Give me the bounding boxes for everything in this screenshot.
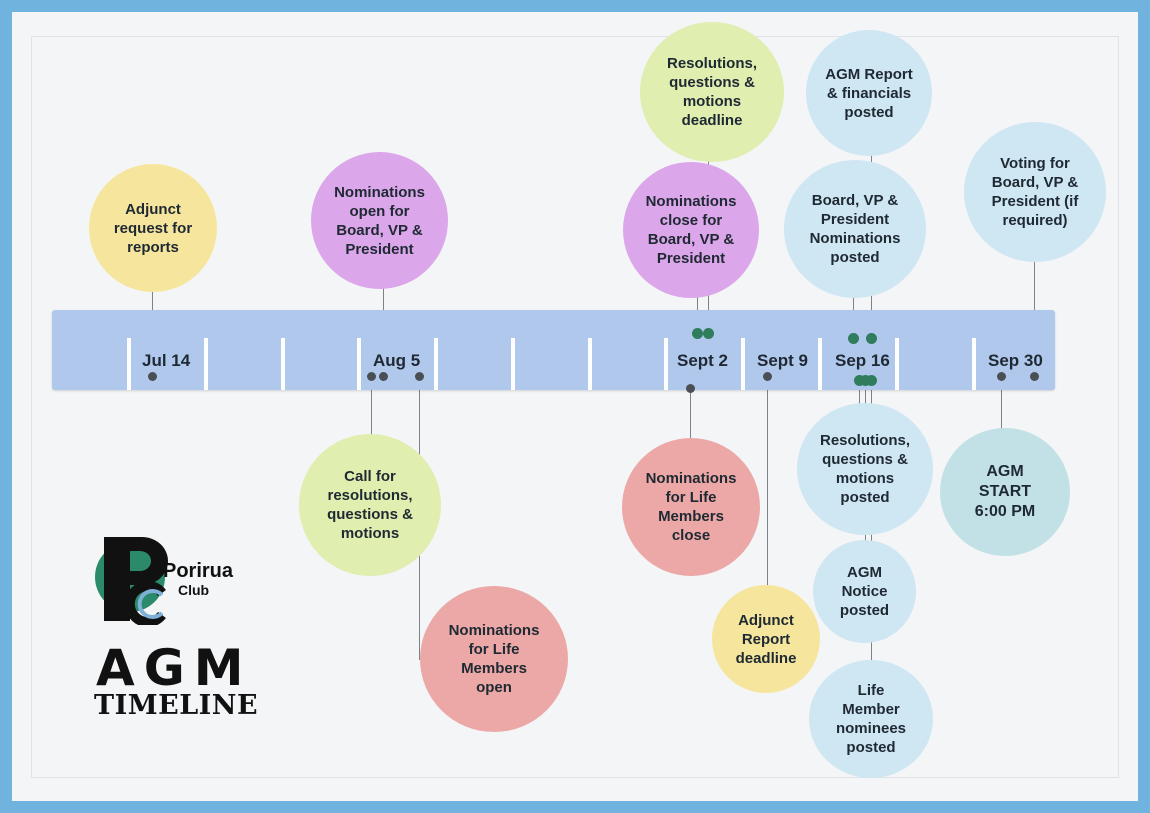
timeline-tick <box>511 338 515 390</box>
connector-dot <box>1030 372 1039 381</box>
connector-dot <box>866 333 877 344</box>
event-call-for-resolutions: Call for resolutions, questions & motion… <box>299 434 441 576</box>
date-label: Sep 30 <box>988 351 1043 370</box>
event-board-nominations-posted: Board, VP & President Nominations posted <box>784 160 926 298</box>
timeline-tick <box>281 338 285 390</box>
timeline-tick <box>895 338 899 390</box>
connector-dot <box>763 372 772 381</box>
connector-line <box>767 376 768 588</box>
inner-border <box>31 36 1119 778</box>
connector-line <box>859 380 860 410</box>
logo-wordmark-porirua: Porirua <box>163 560 234 582</box>
date-label: Aug 5 <box>373 351 421 370</box>
timeline-tick <box>588 338 592 390</box>
connector-dot <box>703 328 714 339</box>
timeline-band <box>52 310 1055 390</box>
connector-line <box>690 388 691 440</box>
connector-dot <box>148 372 157 381</box>
connector-line <box>1001 376 1002 430</box>
connector-dot <box>848 333 859 344</box>
date-label: Sept 9 <box>757 351 809 370</box>
connector-dot <box>860 375 871 386</box>
connector-dot <box>854 375 865 386</box>
event-life-members-close: Nominations for Life Members close <box>622 438 760 576</box>
event-nominations-open: Nominations open for Board, VP & Preside… <box>311 152 448 289</box>
event-agm-notice-posted: AGM Notice posted <box>813 540 916 643</box>
page-subtitle: TIMELINE <box>94 690 259 721</box>
connector-dot <box>692 328 703 339</box>
event-life-members-open: Nominations for Life Members open <box>420 586 568 732</box>
connector-dot <box>997 372 1006 381</box>
date-label: Jul 14 <box>142 351 191 370</box>
timeline-tick <box>434 338 438 390</box>
timeline-tick <box>357 338 361 390</box>
timeline-tick <box>972 338 976 390</box>
connector-line <box>371 376 372 436</box>
event-adjunct-deadline: Adjunct Report deadline <box>712 585 820 693</box>
event-resolutions-posted: Resolutions, questions & motions posted <box>797 403 933 535</box>
connector-dot <box>686 384 695 393</box>
timeline-tick <box>664 338 668 390</box>
logo-wordmark-club: Club <box>178 582 210 598</box>
timeline-tick <box>127 338 131 390</box>
event-agm-report-posted: AGM Report & financials posted <box>806 30 932 156</box>
date-label: Sep 16 <box>835 351 890 370</box>
connector-dot <box>866 375 877 386</box>
connector-dot <box>367 372 376 381</box>
timeline-tick <box>741 338 745 390</box>
event-adjunct-request: Adjunct request for reports <box>89 164 217 292</box>
porirua-club-logo <box>95 537 168 625</box>
connector-dot <box>415 372 424 381</box>
connector-dot <box>379 372 388 381</box>
event-voting: Voting for Board, VP & President (if req… <box>964 122 1106 262</box>
event-resolutions-deadline: Resolutions, questions & motions deadlin… <box>640 22 784 162</box>
event-life-member-nominees-posted: Life Member nominees posted <box>809 660 933 778</box>
page-title: AGM <box>96 639 253 697</box>
event-agm-start: AGM START 6:00 PM <box>940 428 1070 556</box>
event-nominations-close: Nominations close for Board, VP & Presid… <box>623 162 759 298</box>
page-frame <box>12 12 1138 801</box>
timeline-tick <box>204 338 208 390</box>
timeline-tick <box>818 338 822 390</box>
date-label: Sept 2 <box>677 351 729 370</box>
